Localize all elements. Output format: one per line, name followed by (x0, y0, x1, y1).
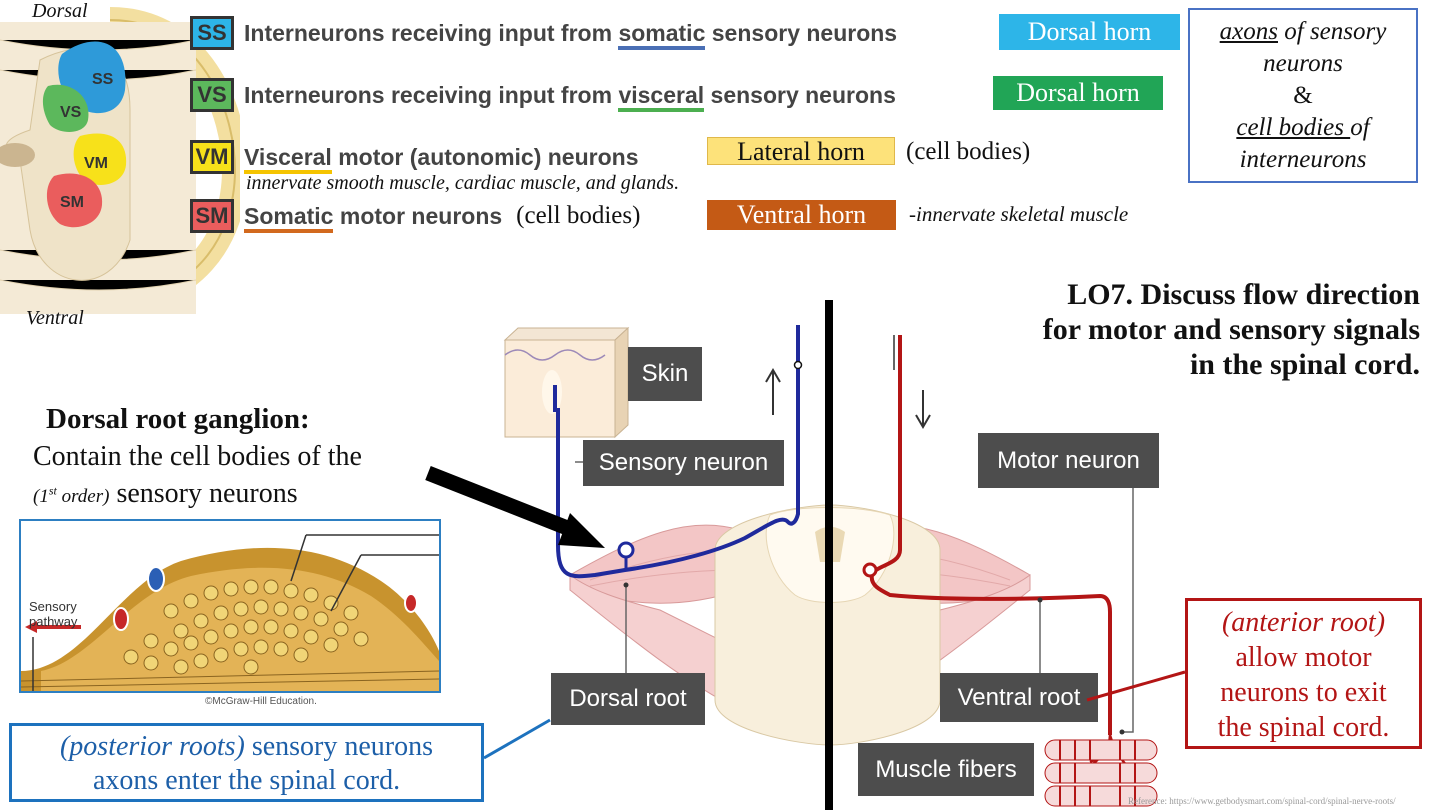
muscle-fibers-illustration (1044, 739, 1158, 807)
posterior-roots-rest: sensory neurons (244, 731, 434, 762)
sm-innervate-note: -innervate skeletal muscle (909, 202, 1129, 226)
drg-line-2-rest: sensory neurons (109, 478, 298, 509)
ss-description-pre: Interneurons receiving input from (244, 19, 619, 46)
drg-line-1: Contain the cell bodies of the (33, 441, 362, 472)
posterior-roots-italic: (posterior roots) (59, 731, 245, 762)
drg-order-close: order) (56, 486, 110, 507)
lo7-line-3: in the spinal cord. (1189, 348, 1420, 381)
anterior-root-line-4: the spinal cord. (1217, 712, 1390, 743)
drg-order-sup: st (48, 483, 57, 498)
neurons-text: neurons (1263, 50, 1343, 77)
sensory-pathway-line-2: pathway (29, 614, 78, 629)
sm-code-badge: SM (190, 199, 234, 233)
vm-description-post: motor (autonomic) neurons (331, 143, 639, 170)
sm-keyword: Somatic (244, 202, 334, 233)
sm-cell-bodies-note: (cell bodies) (516, 202, 641, 229)
cell-bodies-word: cell bodies (1236, 114, 1351, 141)
ventral-label: Ventral (26, 307, 84, 329)
legend-row-ss: SS Interneurons receiving input from som… (190, 15, 897, 51)
dorsal-root-label: Dorsal root (551, 673, 705, 725)
vm-keyword: Visceral (244, 143, 332, 174)
sensory-neuron-label: Sensory neuron (583, 440, 784, 486)
sm-ventral-horn-tag: Ventral horn (707, 200, 896, 230)
drg-illustration (21, 534, 439, 691)
drg-title: Dorsal root ganglion: (46, 403, 310, 435)
posterior-roots-line-2: axons enter the spinal cord. (92, 765, 401, 796)
muscle-fibers-label: Muscle fibers (858, 743, 1034, 796)
anterior-root-line-2: allow motor (1235, 642, 1372, 673)
sm-description-post: motor neurons (333, 202, 503, 229)
legend-row-vm: VM Visceral motor (autonomic) neurons (190, 139, 639, 175)
anterior-box-pointer (1086, 670, 1186, 702)
ampersand-text: & (1293, 82, 1313, 109)
drg-pointer-arrow (425, 466, 605, 548)
interneurons-text: interneurons (1239, 146, 1367, 173)
spinal-cord-section-illustration: SS VS VM SM (0, 7, 249, 314)
drg-line-2: (1st order) sensory neurons (33, 478, 298, 510)
vs-description-post: sensory neurons (704, 81, 896, 108)
axons-word: axons (1219, 18, 1278, 45)
posterior-box-pointer (484, 718, 551, 760)
sensory-pathway-line-1: Sensory (29, 599, 77, 614)
vs-dorsal-horn-tag: Dorsal horn (993, 76, 1163, 110)
copyright-text: ©McGraw-Hill Education. (205, 696, 317, 707)
ss-keyword: somatic (618, 19, 706, 50)
reference-text: Reference: https://www.getbodysmart.com/… (1128, 796, 1396, 806)
sm-description: Somatic motor neurons (244, 202, 503, 233)
drg-order-open: (1 (33, 486, 49, 507)
motor-neuron-label: Motor neuron (978, 433, 1159, 488)
sensory-pathway-label: Sensory pathway (29, 599, 77, 629)
vm-region-label: VM (84, 155, 108, 172)
vm-description: Visceral motor (autonomic) neurons (244, 143, 639, 174)
vs-description: Interneurons receiving input from viscer… (244, 81, 896, 112)
vs-description-pre: Interneurons receiving input from (244, 81, 619, 108)
posterior-roots-box: (posterior roots) sensory neurons axons … (9, 723, 484, 802)
dorsal-label: Dorsal (32, 0, 88, 22)
anterior-root-line-3: neurons to exit (1220, 677, 1387, 708)
ss-dorsal-horn-tag: Dorsal horn (999, 14, 1180, 50)
ss-code-badge: SS (190, 16, 234, 50)
spinal-cord-section-diagram: SS VS VM SM (0, 0, 249, 320)
vs-region-label: VS (60, 104, 82, 121)
spinal-nerve-diagram (503, 300, 1158, 810)
vm-innervate-note: innervate smooth muscle, cardiac muscle,… (246, 172, 680, 194)
of-text: of (1350, 114, 1370, 141)
sm-region-label: SM (60, 194, 84, 211)
ss-region-label: SS (92, 71, 114, 88)
anterior-root-italic: (anterior root) (1221, 607, 1386, 638)
vm-cell-bodies-note: (cell bodies) (906, 138, 1031, 165)
drg-illustration-frame: Sensory pathway (19, 519, 441, 693)
skin-label: Skin (628, 347, 702, 401)
ventral-root-label: Ventral root (940, 673, 1098, 722)
ss-description: Interneurons receiving input from somati… (244, 19, 898, 50)
ss-description-post: sensory neurons (705, 19, 898, 46)
lo7-line-2: for motor and sensory signals (1042, 313, 1420, 346)
vm-code-badge: VM (190, 140, 234, 174)
lo7-line-1: LO7. Discuss flow direction (1067, 278, 1420, 311)
legend-row-sm: SM Somatic motor neurons (cell bodies) (190, 198, 640, 234)
vs-keyword: visceral (618, 81, 705, 112)
vs-code-badge: VS (190, 78, 234, 112)
axons-cell-bodies-box: axons of sensory neurons & cell bodies o… (1188, 8, 1418, 183)
vm-lateral-horn-tag: Lateral horn (707, 137, 895, 166)
lo7-heading: LO7. Discuss flow direction for motor an… (1043, 277, 1420, 382)
legend-row-vs: VS Interneurons receiving input from vis… (190, 77, 896, 113)
of-sensory-text: of sensory (1278, 18, 1387, 45)
anterior-root-box: (anterior root) allow motor neurons to e… (1185, 598, 1422, 749)
